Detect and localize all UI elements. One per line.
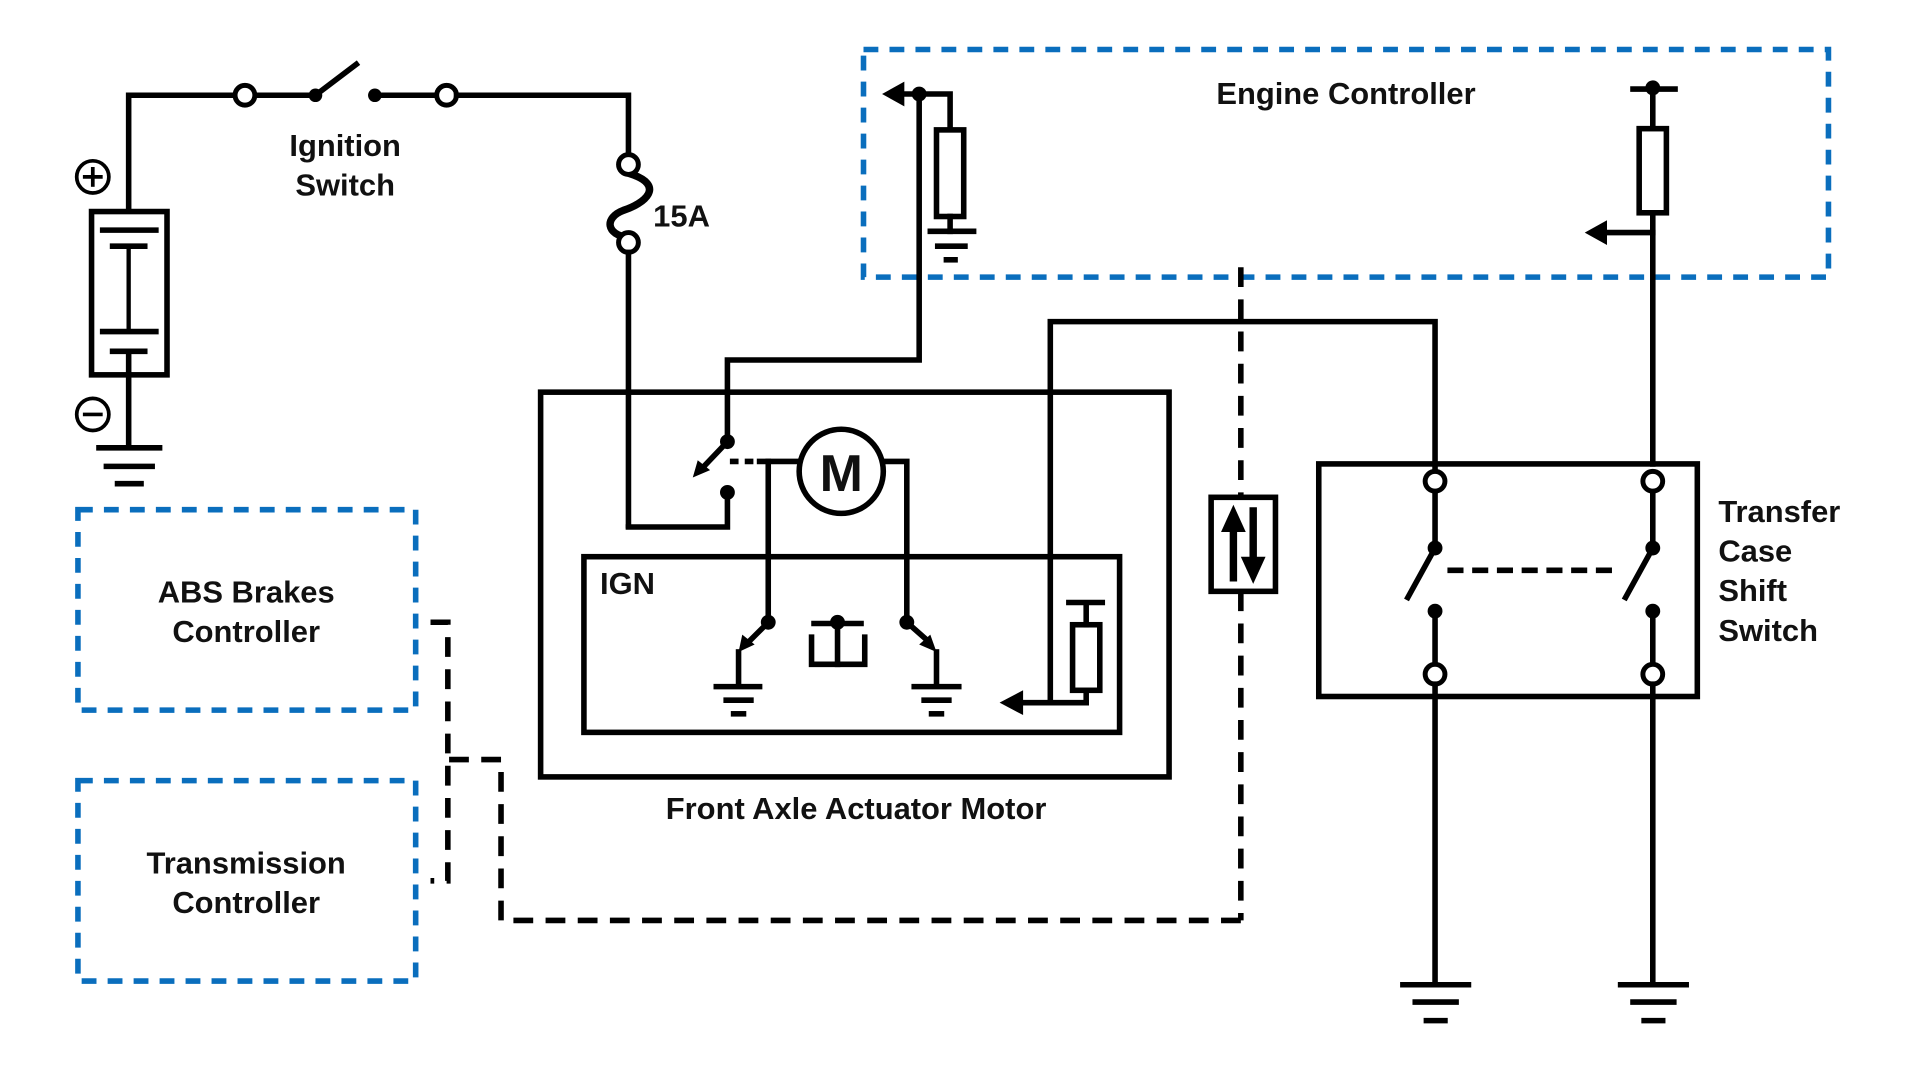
transmission-controller: Transmission Controller [75,777,419,984]
ground-icon [1400,981,1472,1024]
transmission-controller-label-line2: Controller [172,885,320,920]
terminal-ring [1640,661,1666,687]
abs-controller-boundary [75,506,419,713]
ground-icon [96,445,163,487]
wire-pull-down [916,91,953,133]
ign-module [581,553,1123,736]
resistor-icon [933,127,967,220]
bus-line-abs-transmission [430,619,451,884]
ground-icon [713,683,763,717]
actuator-housing [537,389,1172,780]
ground-icon [1617,981,1689,1024]
ground-icon [927,228,977,263]
engine-controller: Engine Controller [724,46,1832,467]
fuse-icon: 15A [606,152,710,529]
transmission-controller-boundary [75,777,419,984]
switch-blade [1404,544,1439,602]
resistor-icon [1636,125,1670,216]
bus-line-to-transmission [447,756,1241,924]
motor-icon [796,426,887,517]
transfer-case-shift-switch: Transfer Case Shift Switch [1315,461,1840,1024]
transfer-switch-label-line2: Case [1718,534,1792,569]
ignition-switch: Ignition Switch [232,60,632,202]
engine-controller-boundary [860,46,1832,280]
terminal-ring [434,82,459,108]
abs-controller-label-line2: Controller [172,614,320,649]
data-bus [430,267,1279,924]
abs-controller-label-line1: ABS Brakes [158,574,335,609]
arrow-left-icon [1584,220,1608,245]
fuse-rating-label: 15A [653,198,710,233]
terminal-ring [1422,468,1448,494]
front-axle-actuator-motor: Front Axle Actuator Motor M IGN [537,318,1438,826]
ignition-switch-label-line1: Ignition [289,128,401,163]
battery-negative-icon [74,396,111,433]
arrow-icon [919,634,937,652]
wire-motor-right [880,458,910,622]
ign-module-label: IGN [600,566,655,601]
bus-transceiver [1208,494,1279,595]
arrow-icon [692,460,711,478]
resistor-icon [1069,621,1103,694]
motor-label: M [820,445,863,503]
battery [74,92,238,487]
terminal-ring [232,82,258,108]
actuator-label: Front Axle Actuator Motor [666,791,1047,826]
wire-battery-to-ignition [125,92,238,214]
bidirectional-arrows-icon [1221,504,1266,584]
battery-positive-icon [74,158,111,195]
switch-blade [1621,544,1657,602]
arrow-left-icon [999,690,1024,716]
wire-sensor-to-transfer-switch [1047,318,1438,706]
terminal-ring [1422,661,1448,687]
switch-blade [311,60,361,100]
arrow-left-icon [882,81,905,107]
ignition-switch-label-line2: Switch [295,167,395,202]
transmission-controller-label-line1: Transmission [147,845,346,880]
cam-contact-icon [808,614,868,668]
transfer-switch-label-line3: Shift [1718,573,1787,608]
transfer-switch-housing [1315,461,1701,700]
ground-icon [911,683,962,717]
transfer-switch-label-line4: Switch [1718,613,1818,648]
engine-controller-label: Engine Controller [1216,76,1475,111]
wire-ignition-to-fuse [453,92,632,157]
wire-engine-to-actuator-switch [724,93,922,442]
switch-blade [698,437,732,472]
wire-switch-to-ign [625,489,731,530]
abs-controller: ABS Brakes Controller [75,506,419,713]
transfer-switch-label-line1: Transfer [1718,494,1840,529]
arrow-icon [738,634,755,652]
terminal-ring [1640,468,1666,494]
